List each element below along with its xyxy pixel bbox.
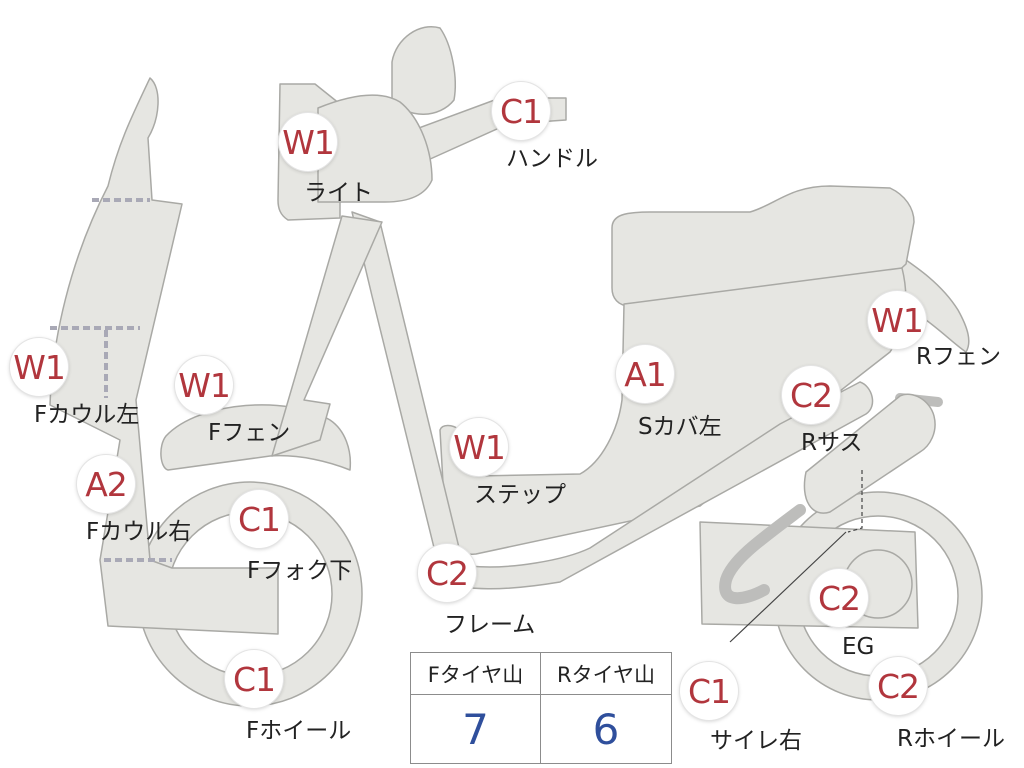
leader-line-dash [847,470,863,533]
cowl-seam-lines [50,198,172,562]
tire-tread-table: Fタイヤ山 Rタイヤ山 7 6 [410,652,672,764]
part-label-r-wheel: Rホイール [897,726,1005,752]
grade-code: W1 [13,347,66,387]
grade-badge-handle: C1 [492,82,550,140]
grade-code: W1 [453,427,506,467]
grade-badge-muffler-right: C1 [680,662,738,720]
down-tube-shape [351,211,463,573]
grade-badge-r-wheel: C2 [869,657,927,715]
grade-code: A1 [624,354,667,394]
part-label-muffler-right: サイレ右 [710,728,802,754]
part-label-f-wheel: Fホイール [246,718,352,744]
grade-badge-f-cowl-left: W1 [10,338,68,396]
front-tread-header: Fタイヤ山 [411,653,541,695]
front-tread-value: 7 [411,695,541,763]
grade-code: W1 [178,365,231,405]
part-label-s-cover-left: Sカバ左 [638,414,722,440]
grade-code: C1 [237,499,281,539]
part-label-f-fork-lower: Fフォク下 [247,558,353,584]
grade-badge-f-wheel: C1 [225,650,283,708]
part-label-step: ステップ [474,482,566,508]
grade-code: W1 [282,122,335,162]
front-fork-shape [271,215,383,457]
part-label-f-cowl-left: Fカウル左 [34,402,140,428]
grade-badge-r-fender: W1 [868,291,926,349]
grade-code: C1 [499,91,543,131]
part-label-f-fender: Fフェン [208,420,291,446]
grade-code: C1 [687,671,731,711]
windshield-shape [391,26,456,115]
rear-tread-value: 6 [592,704,620,754]
front-cowl-shape [49,77,279,635]
part-label-r-fender: Rフェン [916,344,1001,370]
grade-badge-engine: C2 [810,569,868,627]
part-label-engine: EG [842,634,875,660]
part-label-frame: フレーム [444,612,536,638]
grade-code: C1 [232,659,276,699]
grade-badge-step: W1 [450,418,508,476]
handlebar-cover-shape [317,94,433,203]
grade-code: W1 [871,300,924,340]
rear-shock-shape [803,393,936,514]
grade-badge-s-cover-left: A1 [616,345,674,403]
grade-badge-light: W1 [279,113,337,171]
grade-code: C2 [789,375,833,415]
grade-code: C2 [876,666,920,706]
grade-badge-f-fender: W1 [175,356,233,414]
grade-badge-frame: C2 [418,544,476,602]
part-label-light: ライト [304,180,373,206]
muffler-pipe [719,504,806,605]
part-label-r-suspension: Rサス [801,430,863,456]
grade-code: A2 [85,464,128,504]
part-label-handle: ハンドル [506,146,598,172]
part-label-f-cowl-right: Fカウル右 [86,519,192,545]
grade-code: C2 [425,553,469,593]
rear-tread-header: Rタイヤ山 [541,653,671,695]
grade-badge-f-cowl-right: A2 [77,455,135,513]
leader-line [729,531,847,643]
grade-badge-r-suspension: C2 [782,366,840,424]
grade-badge-f-fork-lower: C1 [230,490,288,548]
grade-code: C2 [817,578,861,618]
